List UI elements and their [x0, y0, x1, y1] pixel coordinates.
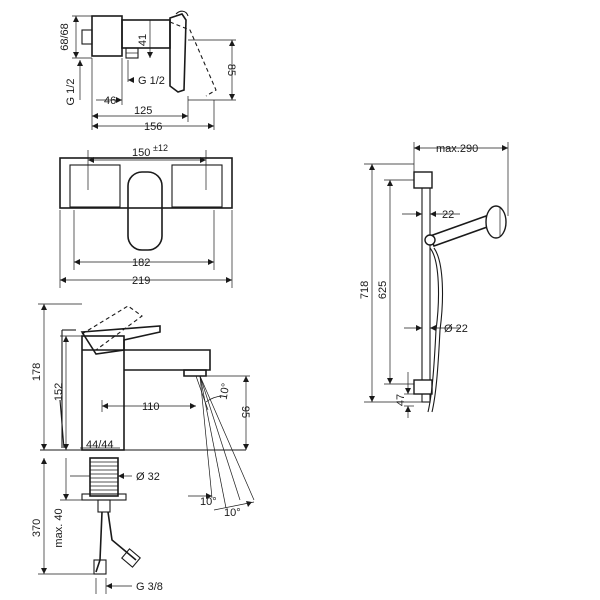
- supply-hose-right: [107, 511, 137, 561]
- dim-95: 95: [239, 406, 251, 418]
- dim-110: 110: [142, 401, 160, 413]
- lever-swing-dashed: [169, 21, 217, 97]
- left-escutcheon: [69, 164, 121, 208]
- dim-max-290: max.290: [436, 143, 478, 155]
- basin-lever: [80, 325, 161, 355]
- basin-lever-swing: [81, 305, 143, 351]
- shower-rail: [421, 177, 431, 403]
- slider: [424, 234, 436, 246]
- dim-max-40: max. 40: [53, 508, 65, 547]
- right-escutcheon: [171, 164, 223, 208]
- supply-hose-left: [95, 511, 103, 573]
- angle-10-a: 10°: [200, 496, 217, 508]
- angle-10-b: 10°: [224, 507, 241, 519]
- dim-150-tolerance: ±12: [153, 143, 168, 153]
- basin-mixer-side-view: 178 152 110 95 10° 44/44 Ø 32: [31, 303, 255, 594]
- dim-g-half-right: G 1/2: [138, 75, 165, 87]
- dim-219: 219: [132, 275, 150, 287]
- front-lever: [127, 171, 163, 251]
- dim-150: 150: [132, 147, 150, 159]
- dim-22: 22: [442, 209, 454, 221]
- wall-connector: [91, 15, 123, 57]
- dim-46: 46: [104, 95, 116, 107]
- dim-g-half-left: G 1/2: [65, 79, 77, 106]
- shower-set-view: max.290 22 718 625 Ø 22 47: [359, 142, 509, 418]
- dim-178: 178: [31, 363, 43, 381]
- mixer-lever: [169, 13, 187, 93]
- hand-shower-handle: [428, 214, 492, 248]
- dim-g-3-8: G 3/8: [136, 581, 163, 593]
- threaded-shank: [89, 457, 119, 497]
- wall-nut: [81, 29, 93, 45]
- shower-mixer-side-view: 68/68 41 85 G 1/2 G 1/2 46 125 156: [59, 10, 237, 133]
- spout: [82, 349, 211, 371]
- dim-44-44: 44/44: [86, 439, 114, 451]
- dim-152: 152: [53, 383, 65, 401]
- top-bracket: [413, 171, 433, 189]
- dim-718: 718: [359, 281, 371, 299]
- bottom-bracket: [413, 379, 433, 395]
- dim-dia-32: Ø 32: [136, 471, 160, 483]
- dim-625: 625: [377, 281, 389, 299]
- mounting-nut: [81, 493, 127, 501]
- dim-370: 370: [31, 519, 43, 537]
- dim-dia-22: Ø 22: [444, 323, 468, 335]
- dim-125: 125: [134, 105, 152, 117]
- dim-85: 85: [225, 64, 237, 76]
- dim-156: 156: [144, 121, 162, 133]
- dim-41: 41: [137, 34, 149, 46]
- dim-68-68: 68/68: [59, 23, 71, 51]
- hand-shower-head: [485, 205, 507, 239]
- dim-182: 182: [132, 257, 150, 269]
- dim-47: 47: [395, 394, 407, 406]
- shower-mixer-front-view: 150 ±12 182 219: [59, 143, 233, 288]
- angle-10-top: 10°: [218, 382, 233, 400]
- front-plate: [59, 157, 233, 209]
